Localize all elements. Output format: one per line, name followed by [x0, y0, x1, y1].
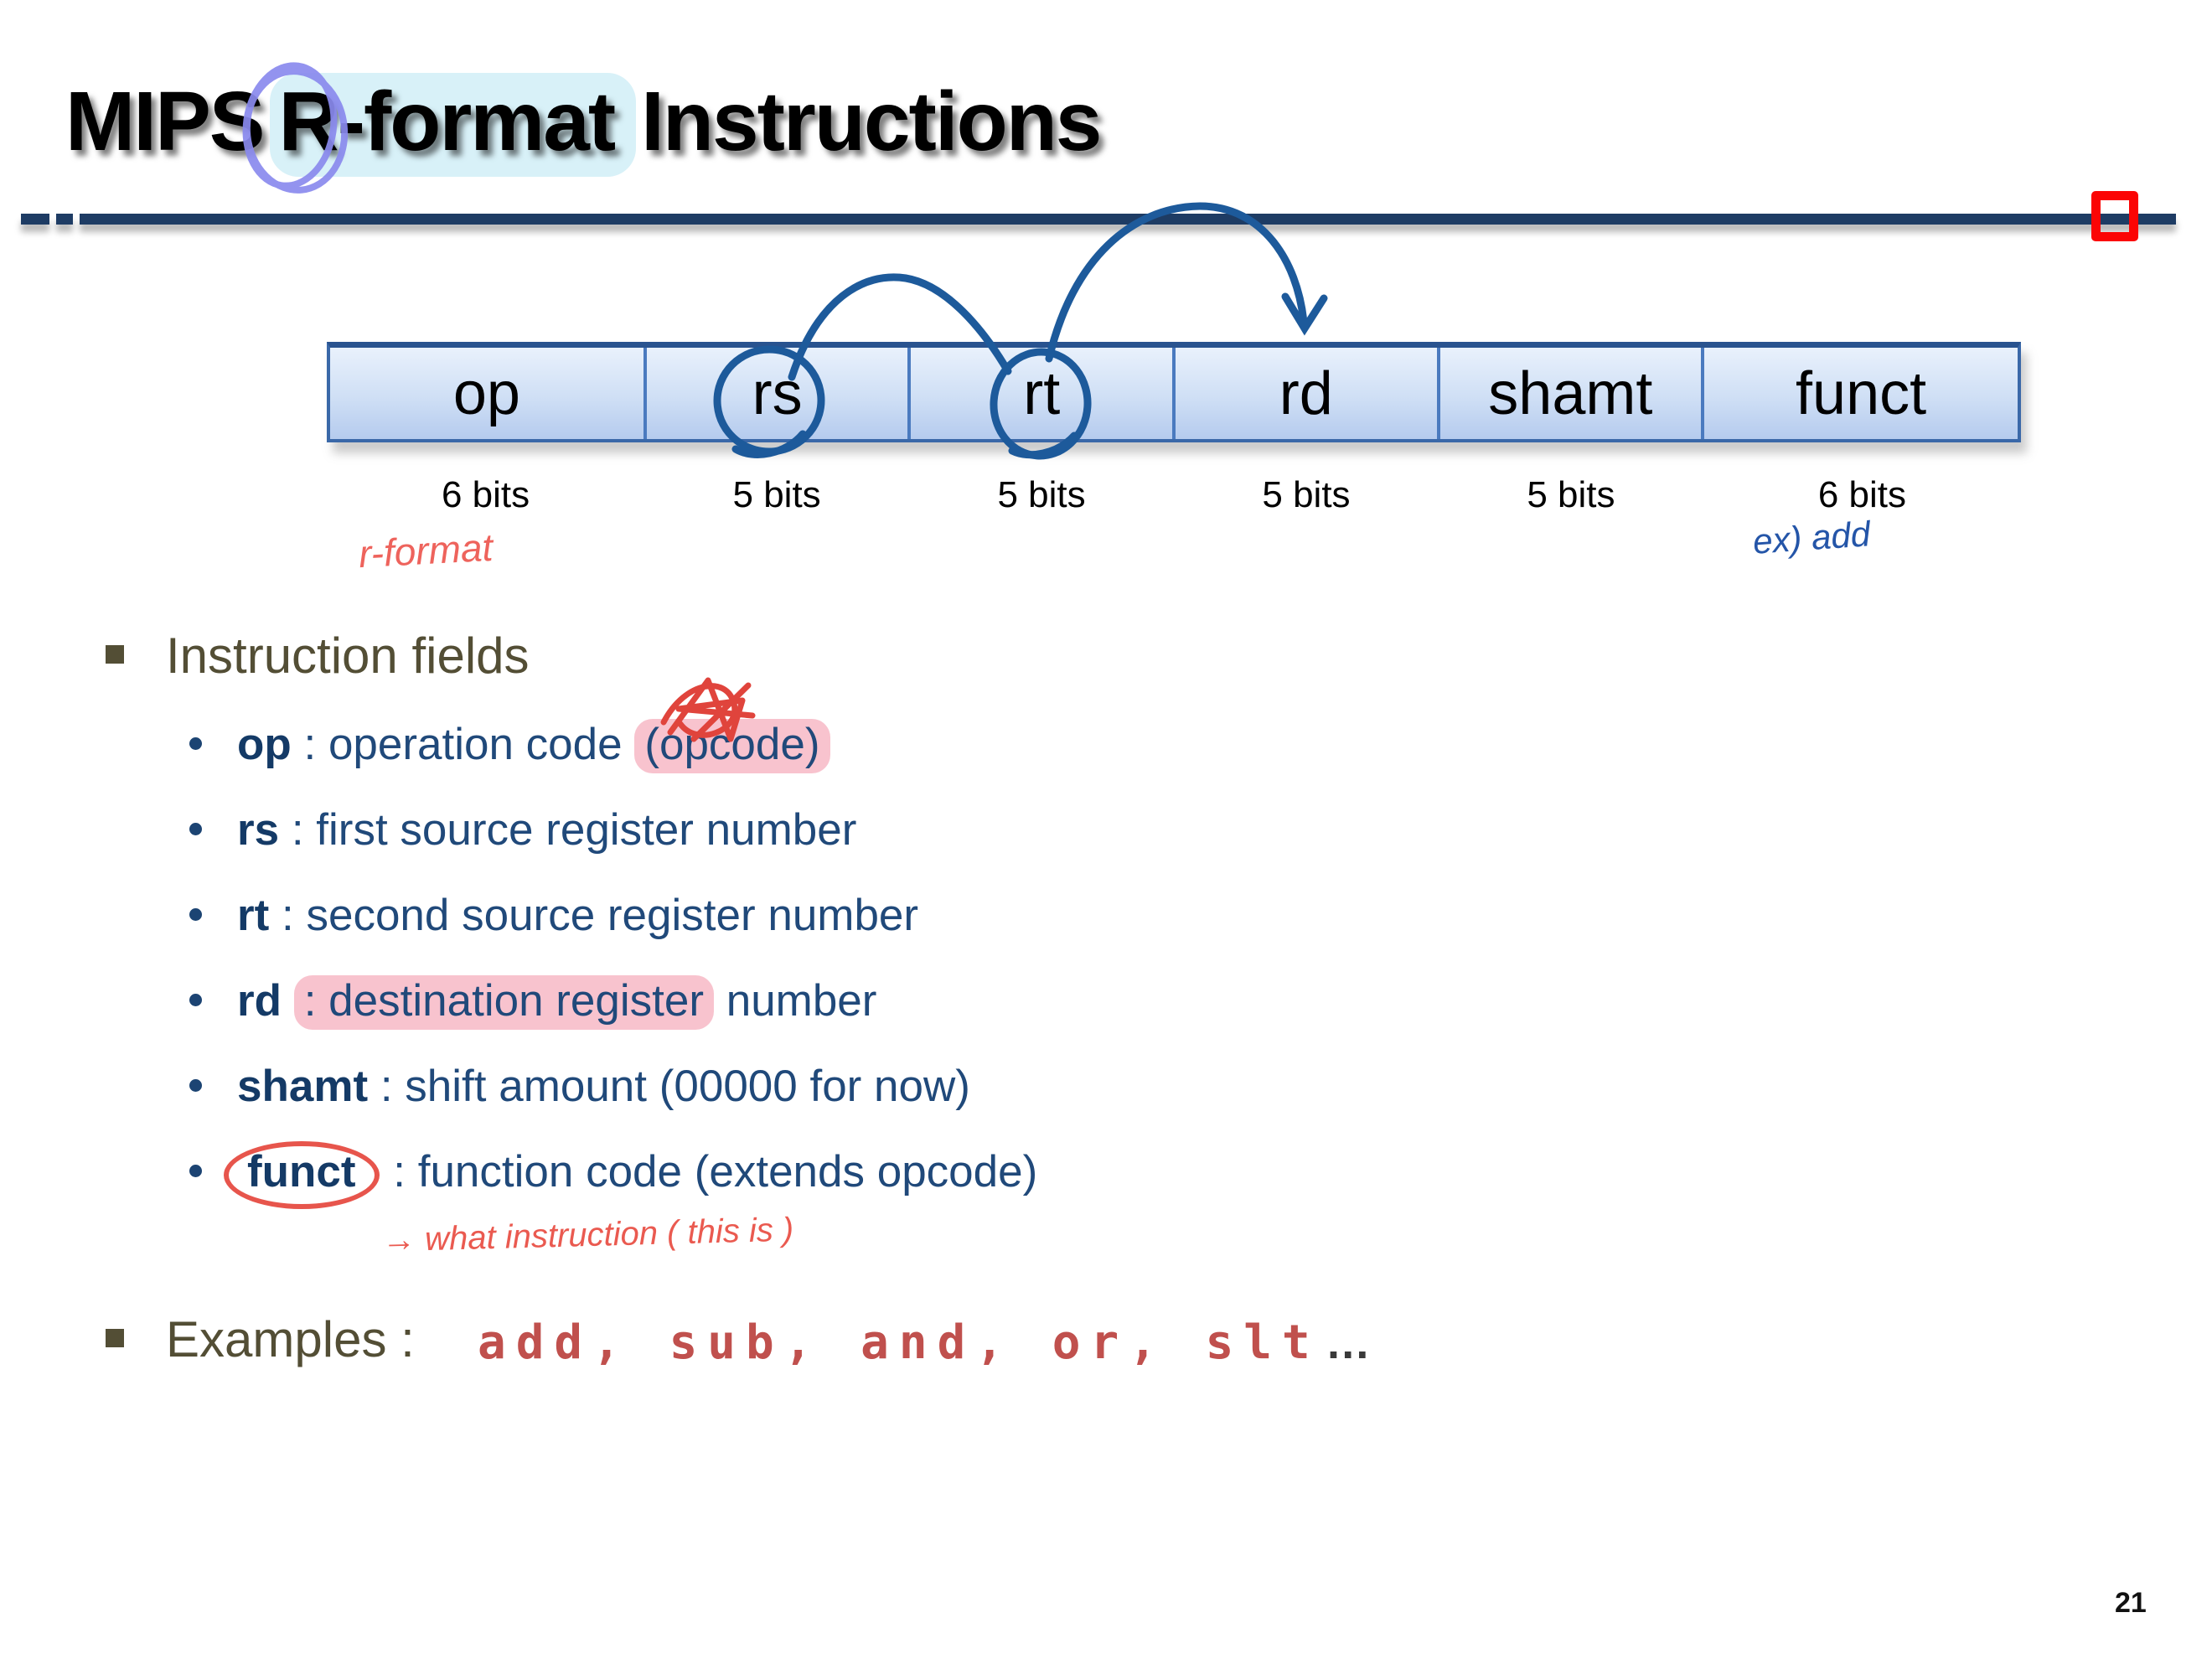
title-pre: MIPS	[65, 75, 265, 168]
table-cell-rt: rt	[907, 348, 1172, 439]
handwritten-r-format-note: r-format	[357, 525, 494, 576]
field-name: rt	[237, 891, 270, 940]
field-sep: :	[380, 1147, 418, 1196]
handwritten-funct-note: → what instruction ( this is )	[381, 1211, 794, 1259]
list-item-shamt: shamt : shift amount (00000 for now)	[189, 1061, 970, 1112]
red-square-annotation	[2091, 191, 2138, 241]
title-post: Instructions	[641, 75, 1102, 168]
section-heading: Instruction fields	[166, 628, 530, 684]
bullet-dot-icon	[189, 1078, 202, 1092]
cell-label: rt	[1023, 359, 1061, 427]
cell-label: funct	[1796, 359, 1927, 427]
list-item-rs: rs : first source register number	[189, 804, 856, 855]
field-name: op	[237, 720, 292, 769]
bullet-dot-icon	[189, 822, 202, 835]
field-sep	[282, 976, 294, 1026]
list-item-funct: funct : function code (extends opcode)	[189, 1141, 1038, 1209]
pink-highlighted-text: (opcode)	[634, 719, 830, 773]
list-item-rd: rd : destination register number	[189, 975, 877, 1030]
bullet-dot-icon	[189, 1164, 202, 1177]
square-bullet-icon	[106, 1329, 124, 1347]
bits-rd: 5 bits	[1262, 474, 1351, 515]
cell-label: op	[452, 359, 520, 427]
field-desc: function code (extends opcode)	[417, 1147, 1038, 1196]
page-number: 21	[2115, 1587, 2147, 1619]
divider-dash	[56, 214, 73, 225]
bits-funct: 6 bits	[1817, 474, 1907, 515]
bullet-dot-icon	[189, 736, 202, 750]
table-cell-shamt: shamt	[1436, 348, 1702, 439]
code-text: add, sub, and, or, slt	[478, 1315, 1320, 1370]
title-highlighted-text: R-format	[270, 73, 637, 177]
field-name-circled: funct	[224, 1141, 380, 1209]
bits-rs: 5 bits	[732, 474, 821, 515]
bullet-dot-icon	[189, 993, 202, 1006]
field-sep: :	[269, 891, 307, 940]
field-desc: number	[714, 976, 877, 1026]
list-item-op: op : operation code (opcode)	[189, 719, 830, 773]
pen-arrowhead	[1281, 292, 1328, 336]
section-examples: Examples :	[106, 1310, 415, 1368]
table-cell-rd: rd	[1172, 348, 1437, 439]
cell-label: rs	[752, 359, 803, 427]
pen-arc-rt-to-rd	[1045, 202, 1308, 363]
divider-bar	[80, 214, 2176, 225]
bits-rt: 5 bits	[997, 474, 1086, 515]
bits-op: 6 bits	[441, 474, 530, 515]
section-heading: Examples :	[166, 1311, 415, 1367]
table-cell-funct: funct	[1701, 348, 2018, 439]
field-sep: :	[291, 720, 328, 769]
bits-shamt: 5 bits	[1527, 474, 1615, 515]
handwritten-ex-add-note: ex) add	[1751, 514, 1872, 561]
pink-highlighted-text: : destination register	[293, 975, 714, 1030]
field-name: rd	[237, 976, 282, 1026]
list-item-rt: rt : second source register number	[189, 890, 918, 941]
ellipsis: …	[1325, 1318, 1371, 1368]
field-desc: second source register number	[306, 891, 919, 940]
square-bullet-icon	[106, 645, 124, 664]
cell-label: rd	[1279, 359, 1333, 427]
field-name: rs	[237, 805, 280, 855]
table-cell-rs: rs	[643, 348, 908, 439]
field-desc: shift amount (00000 for now)	[405, 1062, 970, 1111]
bit-widths-row: 6 bits 5 bits 5 bits 5 bits 5 bits 6 bit…	[327, 474, 2021, 516]
examples-code: add, sub, and, or, slt…	[478, 1315, 1371, 1370]
bullet-dot-icon	[189, 907, 202, 921]
instruction-format-table: op rs rt rd shamt funct	[327, 342, 2021, 442]
section-instruction-fields: Instruction fields	[106, 627, 530, 685]
table-cell-op: op	[330, 348, 643, 439]
field-desc: first source register number	[316, 805, 857, 855]
field-desc: operation code	[328, 720, 635, 769]
cell-label: shamt	[1488, 359, 1653, 427]
field-sep: :	[368, 1062, 406, 1111]
field-name: shamt	[237, 1062, 369, 1111]
field-sep: :	[279, 805, 317, 855]
divider-dash	[21, 214, 49, 225]
